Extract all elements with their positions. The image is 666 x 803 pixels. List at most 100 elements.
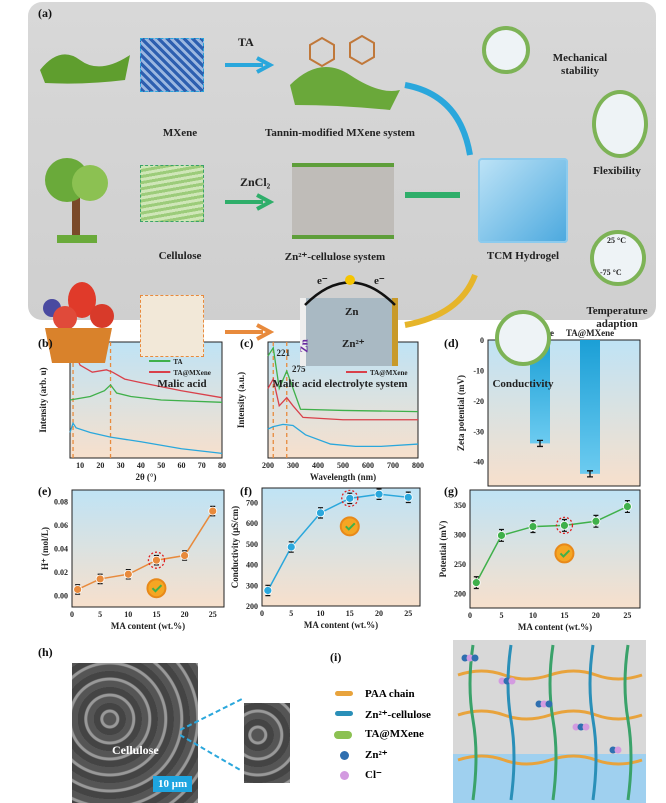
tree-icon (45, 158, 108, 243)
scale-bar: 10 μm (153, 776, 193, 792)
y-tick-label: -30 (473, 427, 484, 436)
label-tannin-system: Tannin-modified MXene system (265, 127, 415, 139)
y-tick-label: 0.04 (54, 545, 68, 554)
y-axis-label-c: Intensity (a.u.) (236, 372, 246, 428)
y-tick-label: 300 (454, 530, 466, 539)
medal-icon (554, 543, 575, 564)
data-point (180, 551, 189, 560)
zoom-callout-lines (180, 698, 243, 772)
legend-swatch (334, 731, 352, 739)
legend-swatch (335, 711, 353, 716)
x-axis-label-g: MA content (wt.%) (518, 622, 592, 632)
highlight-circle (147, 551, 166, 569)
temp-high: 25 °C (607, 236, 626, 245)
malic-acid-structure-box (140, 295, 204, 357)
arrow-icon (225, 193, 275, 211)
label-hydrogel: TCM Hydrogel (486, 250, 560, 262)
check-icon (559, 549, 571, 558)
network-schematic (453, 640, 646, 803)
error-bar (537, 439, 543, 448)
tannin-mxene-sheet-icon (290, 35, 400, 110)
legend-label: TA@MXene (173, 369, 211, 377)
legend-label: TA@MXene (370, 369, 408, 377)
x-tick-label: 0 (70, 610, 74, 619)
data-point (152, 555, 161, 565)
y-tick-label: 350 (454, 501, 466, 510)
bar-TA@MXene (580, 340, 600, 474)
legend-label: TA (173, 358, 182, 366)
zn-cellulose-chain (468, 644, 478, 801)
zn-ion (535, 700, 543, 708)
cl-ion (540, 700, 548, 708)
data-point (345, 493, 355, 503)
x-tick-label: 25 (209, 610, 217, 619)
zn-ion (609, 746, 617, 754)
legend-label: TA@MXene (365, 728, 424, 740)
data-point (316, 508, 325, 518)
sem-inset-image (244, 703, 290, 783)
temp-low: -75 °C (600, 268, 622, 277)
y-tick-label: 500 (246, 540, 258, 549)
data-point (286, 542, 296, 552)
x-tick-label: 500 (337, 461, 349, 470)
legend-label: Cl⁻ (365, 769, 382, 781)
panel-label-e: (e) (38, 484, 52, 498)
x-tick-label: 5 (499, 611, 503, 620)
zn-ion (503, 677, 511, 685)
y-tick-label: 0.00 (54, 591, 68, 600)
label-ta: TA (238, 35, 254, 49)
arrow-icon (225, 323, 275, 341)
check-icon (151, 584, 163, 593)
legend-label: Zn²⁺-cellulose (365, 709, 431, 721)
label-temperature: Temperature adaption (586, 305, 648, 330)
panel-label-d: (d) (444, 336, 459, 350)
data-point (123, 569, 133, 579)
x-tick-label: 10 (124, 610, 132, 619)
y-tick-label: 0.06 (54, 521, 68, 530)
y-axis-label-d: Zeta potential (mV) (456, 375, 466, 451)
cl-ion (572, 723, 580, 731)
zn-ion (471, 654, 479, 662)
legend-swatch (335, 691, 353, 696)
panel-label-c: (c) (240, 336, 254, 350)
legend-label: Zn²⁺ (365, 749, 388, 761)
panel-label-a: (a) (38, 6, 52, 20)
y-tick-label: -10 (473, 366, 484, 375)
highlight-circle (341, 489, 359, 508)
battery-e-right: e⁻ (374, 275, 385, 287)
peak-label: 221 (277, 348, 291, 358)
data-point (73, 585, 83, 594)
series-line-MXene (267, 423, 419, 448)
cl-ion (498, 677, 506, 685)
data-point (403, 492, 413, 502)
mxene-sheet-icon (40, 54, 130, 84)
x-tick-label: 0 (260, 609, 264, 618)
cl-ion (582, 723, 590, 731)
x-axis-label-f: MA content (wt.%) (304, 620, 378, 630)
x-tick-label: 20 (96, 461, 104, 470)
bar-MXene (530, 340, 550, 444)
panel-label-f: (f) (240, 484, 252, 498)
x-tick-label: 300 (287, 461, 299, 470)
peak-label: 275 (292, 364, 306, 374)
legend-label: PAA chain (365, 688, 415, 700)
y-tick-label: 700 (246, 498, 258, 507)
series-line (475, 505, 628, 583)
category-label: TA@MXene (566, 328, 614, 338)
y-tick-label: 200 (454, 589, 466, 598)
paa-chain (457, 709, 643, 721)
y-tick-label: 0.08 (54, 498, 68, 507)
y-axis-label-b: Intensity (arb. u) (38, 367, 48, 432)
y-tick-label: 400 (246, 561, 258, 570)
x-tick-label: 200 (262, 461, 274, 470)
check-icon (345, 522, 356, 531)
zn-ion (461, 654, 469, 662)
label-malic-acid: Malic acid (157, 378, 207, 390)
flexibility-circle (592, 90, 648, 158)
data-point (95, 574, 105, 584)
x-tick-label: 15 (560, 611, 568, 620)
paa-chain (457, 754, 643, 766)
data-point (208, 506, 218, 516)
conductivity-circle (495, 310, 551, 366)
